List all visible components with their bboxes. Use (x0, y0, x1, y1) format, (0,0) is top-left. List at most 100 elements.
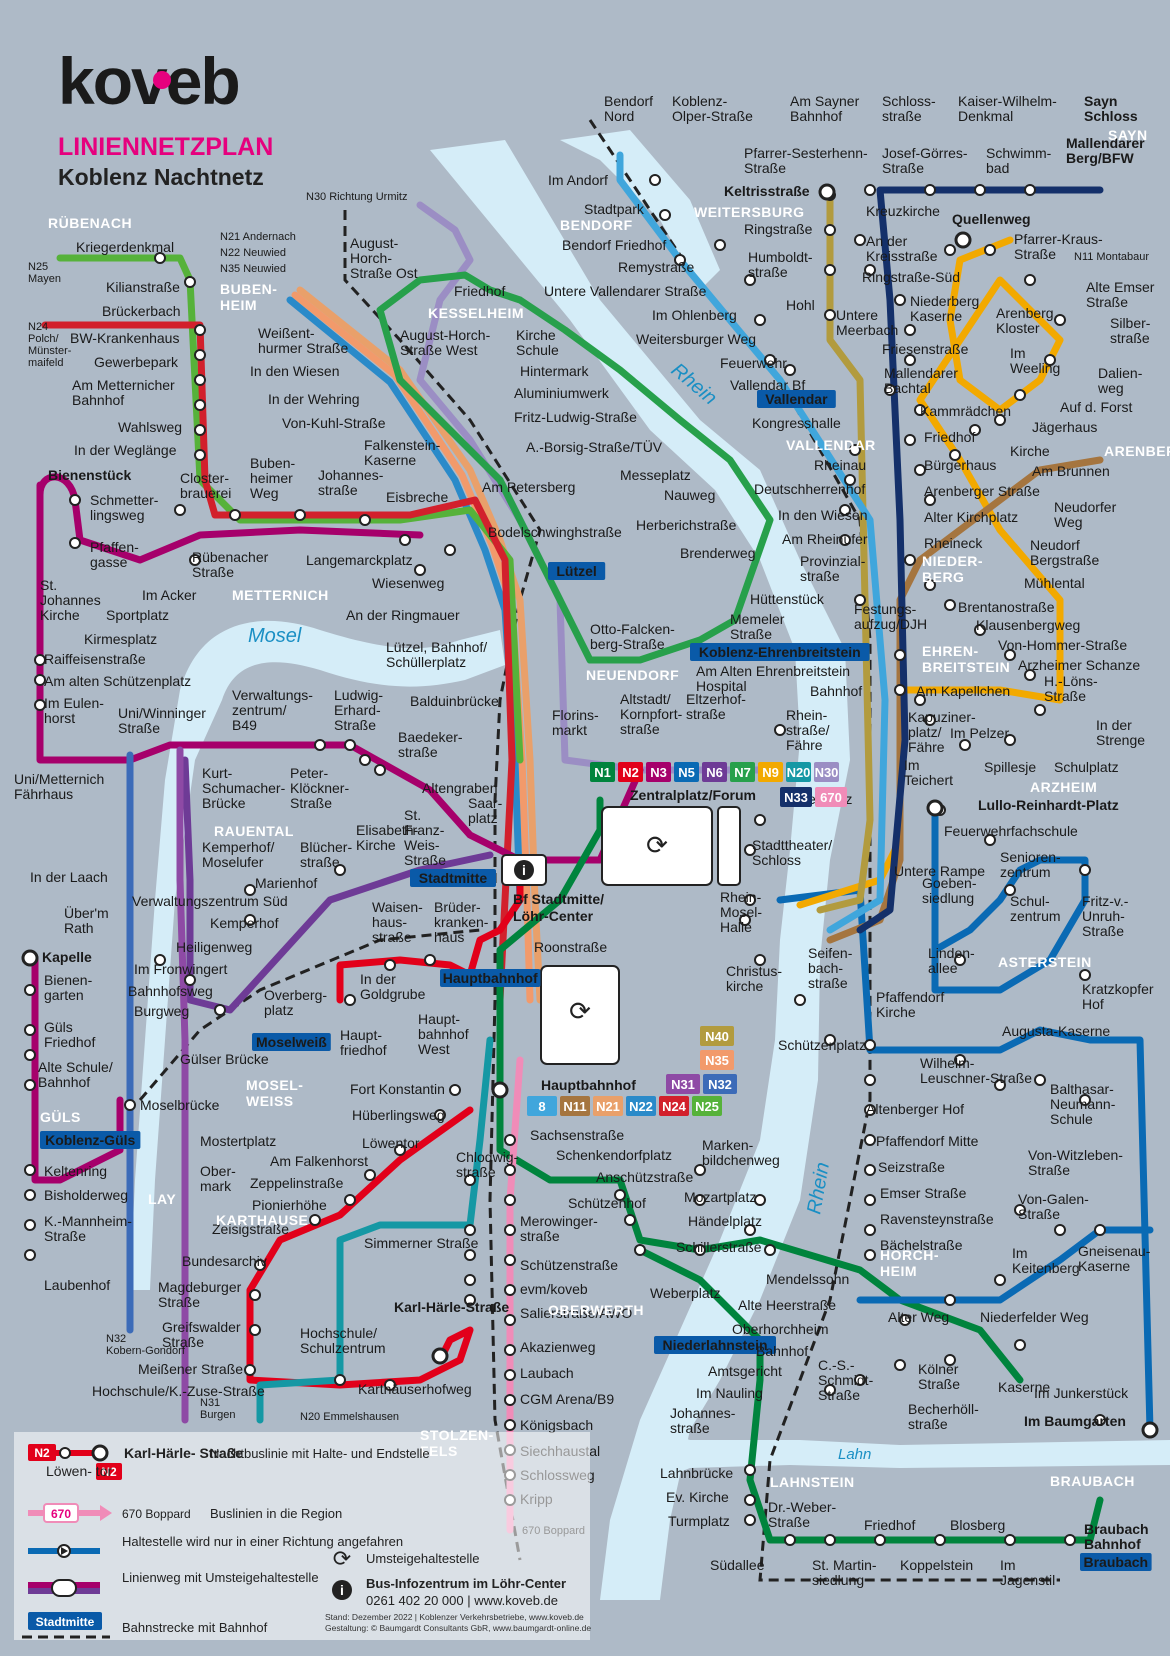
stop-dot (69, 537, 81, 549)
stop-label-spillesje: Spillesje (984, 759, 1036, 775)
stop-dot (899, 1314, 911, 1326)
stop-dot (994, 1079, 1006, 1091)
line-badge-label: N6 (706, 765, 723, 780)
station-badge-niederlahnstein (654, 1336, 776, 1354)
stop-label-saarplatz: Saar-platz (468, 795, 503, 826)
stop-dot (854, 234, 866, 246)
route-n33 (856, 186, 1104, 934)
stop-dot (34, 674, 46, 686)
line-badge (758, 762, 783, 782)
zentralplatz-hub: ⟳ (601, 806, 741, 886)
stop-dot (864, 1104, 876, 1116)
stop-dot (839, 534, 851, 546)
stop-label-wiesenweg: Wiesenweg (372, 575, 444, 591)
line-badge-label: N24 (662, 1099, 687, 1114)
terminus-dot (818, 183, 836, 201)
stop-dot (384, 1379, 396, 1391)
stop-label-simmerner: Simmerner Straße (364, 1235, 479, 1251)
stop-label-rheinstrasse-faehre: Rhein-straße/Fähre (786, 707, 830, 753)
stop-dot (504, 1194, 516, 1206)
stop-dot (954, 954, 966, 966)
stop-dot (824, 1534, 836, 1546)
stop-label-h-loens: H.-Löns-Straße (1044, 673, 1098, 704)
line-badge-label: N25 (695, 1099, 719, 1114)
stop-dot (714, 239, 726, 251)
stop-dot (424, 954, 436, 966)
stop-label-ringstrasse-sued: Ringstraße-Süd (862, 269, 960, 285)
line-badge (646, 762, 671, 782)
route-n5 (931, 806, 1089, 994)
stop-dot (944, 1294, 956, 1306)
zentralplatz-label: Zentralplatz/Forum (630, 787, 756, 803)
area-label-guels: GÜLS (40, 1109, 81, 1125)
stop-label-schillerstrasse: Schillerstraße (676, 1239, 762, 1255)
stop-dot (244, 884, 256, 896)
stop-dot (24, 1189, 36, 1201)
stop-label-schulplatz: Schulplatz (1054, 759, 1119, 775)
stop-dot (924, 714, 936, 726)
stop-dot (414, 564, 426, 576)
stop-label-st-martin: St. Martin-siedlung (812, 1557, 877, 1588)
area-label-arzheim: ARZHEIM (1030, 779, 1097, 795)
svg-text:i: i (340, 1582, 344, 1598)
stop-label-in-den-wiesen: In den Wiesen (250, 363, 340, 379)
stop-dot (24, 984, 36, 996)
stop-label-hueberlingsweg: Hüberlingsweg (352, 1107, 445, 1123)
stop-label-closterbrauerei: Closter-brauerei (180, 470, 231, 501)
stop-dot (504, 1419, 516, 1431)
svg-text:N2: N2 (34, 1446, 50, 1460)
stop-label-schuetzenstrasse: Schützenstraße (520, 1257, 618, 1273)
stop-label-sachsenstrasse: Sachsenstraße (530, 1127, 624, 1143)
stop-dot (249, 1324, 261, 1336)
legend-oneway-desc: Haltestelle wird nur in einer Richtung a… (122, 1534, 403, 1549)
stop-dot (784, 364, 796, 376)
stop-label-fritz-unruh: Fritz-v.-Unruh-Straße (1082, 893, 1129, 939)
stop-dot (784, 1534, 796, 1546)
stop-label-bodelschwingh: Bodelschwinghstraße (488, 524, 622, 540)
stop-dot (824, 264, 836, 276)
stop-label-weitersburger-weg: Weitersburger Weg (636, 331, 756, 347)
stop-label-kriegerdenkmal: Kriegerdenkmal (76, 239, 174, 255)
line-badge (703, 1074, 737, 1094)
stop-label-humboldtstrasse: Humboldt-straße (748, 249, 813, 280)
stop-label-st-franz-weis: St.Franz-Weis-Straße (404, 807, 446, 868)
stop-dot (649, 174, 661, 186)
line-badge-label: N22 (629, 1099, 653, 1114)
stop-label-baechelstrasse: Bächelstraße (880, 1237, 963, 1253)
legend-line-desc: Nachtbuslinie mit Halte- und Endstelle (210, 1446, 430, 1461)
stop-dot (839, 504, 851, 516)
stop-label-weberplatz: Weberplatz (650, 1285, 721, 1301)
stop-dot (1004, 884, 1016, 896)
stop-label-ev-kirche: Ev. Kirche (666, 1489, 729, 1505)
stop-label-am-rheinufer: Am Rheinufer (782, 531, 868, 547)
stop-label-verwaltungszentrum: Verwaltungs-zentrum/B49 (232, 687, 313, 733)
area-label-niederberg: NIEDER-BERG (922, 553, 983, 585)
stop-label-schuetzenplatz: Schützenplatz (778, 1037, 866, 1053)
stop-label-peter-kloeckner: Peter-Klöckner-Straße (290, 765, 349, 811)
stop-label-blosberg: Blosberg (950, 1517, 1005, 1533)
stop-label-koppelstein: Koppelstein (900, 1557, 973, 1573)
station-badge-guels (40, 1131, 141, 1149)
stop-dot (1054, 1224, 1066, 1236)
hbf-block (540, 965, 620, 1065)
stop-label-otto-falckenberg: Otto-Falcken-berg-Straße (590, 621, 675, 652)
station-name: Hauptbahnhof (443, 970, 538, 986)
stop-dot (34, 654, 46, 666)
stop-label-k-mannheim: K.-Mannheim-Straße (44, 1213, 132, 1244)
stop-dot (984, 244, 996, 256)
stop-label-kaiser-wilhelm: Kaiser-Wilhelm-Denkmal (958, 93, 1057, 124)
stop-label-hohl: Hohl (786, 297, 815, 313)
stop-dot (504, 1344, 516, 1356)
route-n7 (376, 271, 774, 664)
stop-dot (464, 1294, 476, 1306)
stop-label-jaegerhaus: Jägerhaus (1032, 419, 1097, 435)
stop-label-im-baumgarten: Im Baumgarten (1024, 1413, 1126, 1429)
station-name: Braubach (1084, 1554, 1149, 1570)
stop-dot (399, 534, 411, 546)
